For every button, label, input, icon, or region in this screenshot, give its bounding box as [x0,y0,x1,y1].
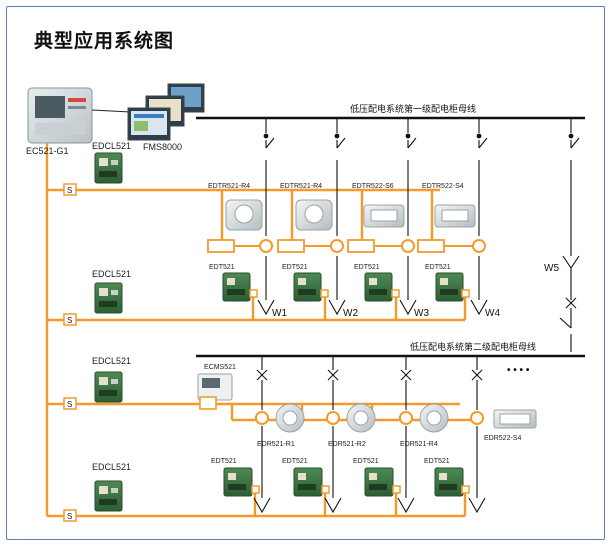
edt-module-l2-3 [364,467,394,497]
busbar-level1-label: 低压配电系统第一级配电柜母线 [350,103,476,114]
edcl-label-4: EDCL521 [92,462,131,472]
level1-ct-circles [259,239,486,253]
controller-label: EC521-G1 [26,146,69,156]
feeder-label-w5: W5 [544,263,559,274]
edcl-label-2: EDCL521 [92,269,131,279]
edtr-label-3: EDTR522-S6 [352,183,394,190]
edt-l2-ports [251,485,470,494]
edt-module-l2-4 [434,467,464,497]
ct-image-r4-2 [295,199,333,231]
edcl-label-3: EDCL521 [92,356,131,366]
edcl-module-3 [94,371,123,403]
edtr-label-2: EDTR521-R4 [280,183,322,190]
edcl-module-2 [94,282,123,314]
ct-image-l2-s4 [493,409,537,429]
feeder-label-w4: W4 [485,308,500,319]
edt-label-l2-1: EDT521 [211,458,237,465]
ct-image-s4 [434,204,476,228]
edt-module-l2-1 [223,467,253,497]
monitor-screens [91,83,205,141]
s-badge-4: S [63,509,77,522]
ecms-module [197,373,233,410]
edt-label-l1-4: EDT521 [425,264,451,271]
svg-text:S: S [67,400,72,409]
ct-image-r4-1 [225,199,263,231]
edt-module-l1-3 [364,272,393,302]
edt-label-l1-1: EDT521 [209,264,235,271]
page-title: 典型应用系统图 [34,30,175,52]
s-badge-2: S [63,313,77,326]
level2-feeders [253,356,486,514]
edcl-label-1: EDCL521 [92,141,131,151]
edr-label-3: EDR521-R4 [400,441,438,448]
edtr-label-4: EDTR522-S4 [422,183,464,190]
level2-ct-circles [255,411,484,425]
edt-module-l2-2 [293,467,323,497]
feeder-label-w1: W1 [272,308,287,319]
edt-label-l2-2: EDT521 [282,458,308,465]
edcl-module-4 [94,480,123,512]
ct-image-l2-r4 [419,403,449,433]
svg-text:S: S [67,316,72,325]
edtr-sensor-block-3 [347,239,375,253]
svg-text:S: S [67,186,72,195]
breaker-marks-level1 [263,133,574,139]
s-badge-1: S [63,183,77,196]
edt-module-l1-1 [222,272,251,302]
edt-l1-ports [249,289,470,298]
edr-label-2: EDR521-R2 [328,441,366,448]
busbar-level2-label: 低压配电系统第二级配电柜母线 [410,341,536,352]
edt-label-l1-3: EDT521 [354,264,380,271]
feeder-label-w2: W2 [343,308,358,319]
edt-label-l1-2: EDT521 [282,264,308,271]
edcl-module-1 [94,152,123,184]
software-label: FMS8000 [143,142,182,152]
ct-image-l2-r2 [346,403,376,433]
edt-label-l2-4: EDT521 [424,458,450,465]
edr-label-1: EDR521-R1 [257,441,295,448]
edt-label-l2-3: EDT521 [353,458,379,465]
ct-image-s6 [363,204,405,228]
edt-module-l1-2 [293,272,322,302]
edtr-sensor-block-2 [277,239,305,253]
s-badge-3: S [63,397,77,410]
ec521-controller [27,87,93,144]
edtr-sensor-block-4 [417,239,445,253]
edtr-label-1: EDTR521-R4 [208,183,250,190]
svg-text:S: S [67,512,72,521]
edtr-sensor-block-1 [207,239,235,253]
level1-feeders [257,118,580,352]
feeder-label-w3: W3 [414,308,429,319]
edr-label-4: EDR522-S4 [484,435,521,442]
edt-module-l1-4 [435,272,464,302]
ecms-label: ECMS521 [204,364,236,371]
ct-image-l2-r1 [275,403,305,433]
more-feeders-dots: • • • • [507,365,530,376]
